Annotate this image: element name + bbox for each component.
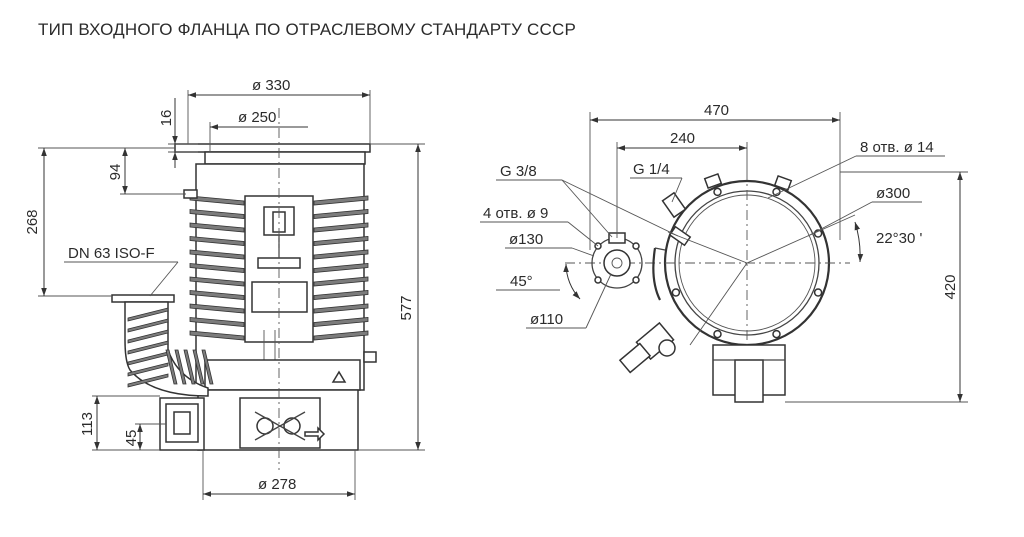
coil-band-left [189,317,245,327]
coil-band-right [313,236,369,246]
flange-neck [204,151,366,165]
page-title: ТИП ВХОДНОГО ФЛАНЦА ПО ОТРАСЛЕВОМУ СТАНД… [38,20,577,39]
angle-2230-label: 22°30 ' [876,230,923,247]
dim-h113: 113 [79,412,96,436]
d300-label: ø300 [876,185,910,202]
bolt-hole [713,329,722,339]
elbow-coil-band [127,329,169,344]
holes8-label: 8 отв. ø 14 [860,139,934,156]
g14-fitting [661,191,687,219]
dim-w470: 470 [704,102,729,119]
fan-housing [239,397,321,449]
d130-label: ø130 [509,231,543,248]
elbow-coil-band [201,349,214,385]
elbow-coil-band [174,349,187,385]
dim-h45: 45 [123,430,140,447]
dim-d250: ø 250 [238,109,276,126]
dim-w240: 240 [670,130,695,147]
coil-band-left [189,330,245,341]
elbow-coil-band [165,349,178,385]
connector-socket [173,411,191,435]
bolt-hole [671,288,681,297]
rotation-arrow [304,426,326,442]
coil-band-right [313,195,369,206]
coil-band-right [313,330,369,341]
top-view: 470 240 G 3/8 G 1/4 8 отв. ø 14 ø300 [480,102,968,403]
coil-band-right [313,276,369,287]
rating-plate [251,281,308,313]
coil-band-right [313,249,369,260]
elbow-coil-band [127,362,169,377]
elbow-coil-band [127,307,169,322]
coil-band-left [189,236,245,246]
elbow-coil-band [192,349,205,385]
d110-label: ø110 [530,311,563,328]
elbow-coil-band [183,349,196,385]
coil-band-right [313,222,369,233]
dim-d278: ø 278 [258,476,296,493]
motor-block [734,359,764,403]
fan-hub-right [283,417,301,435]
coil-band-right [313,303,369,314]
elbow-coil-band [127,340,169,355]
warning-triangle [331,370,347,383]
angle-45-label: 45° [510,273,533,290]
coil-band-right [313,290,369,300]
coil-band-left [189,222,245,233]
coil-band-left [189,290,245,300]
g38-label: G 3/8 [500,163,537,180]
holes4-label: 4 отв. ø 9 [483,205,548,222]
coil-band-left [189,303,245,314]
side-view: ø 330 ø 250 16 94 268 DN 63 ISO-F [24,77,425,500]
angle-arc-45 [563,263,581,300]
dim-h577: 577 [398,295,415,320]
dim-h420: 420 [942,274,959,299]
coil-band-left [189,209,245,219]
dn63-flange [111,294,175,303]
coil-band-right [313,209,369,219]
angle-arc-2230 [854,221,864,263]
cooling-coil [189,195,369,341]
g38-fitting [668,225,692,247]
elbow-coil-band [127,318,169,333]
coil-band-right [313,317,369,327]
dim-d330: ø 330 [252,77,290,94]
elbow-coil [127,307,214,388]
dim-h16: 16 [158,110,175,127]
bolt-hole [772,329,781,339]
inlet-flange [174,143,371,153]
dim-h268: 268 [24,209,41,234]
elbow-coil-band [127,373,169,388]
side-outlet-curve [652,247,661,301]
small-flange-inner [603,249,631,277]
lower-collar [204,359,361,391]
right-port [363,351,377,363]
bolt-hole [713,187,722,197]
coil-band-left [189,276,245,287]
dim-h94: 94 [107,164,124,181]
coil-band-right [313,263,369,273]
coil-band-left [189,249,245,260]
flange-dn-label: DN 63 ISO-F [68,245,155,262]
g14-label: G 1/4 [633,161,670,178]
bolt-hole [813,288,823,297]
coil-band-left [189,263,245,273]
